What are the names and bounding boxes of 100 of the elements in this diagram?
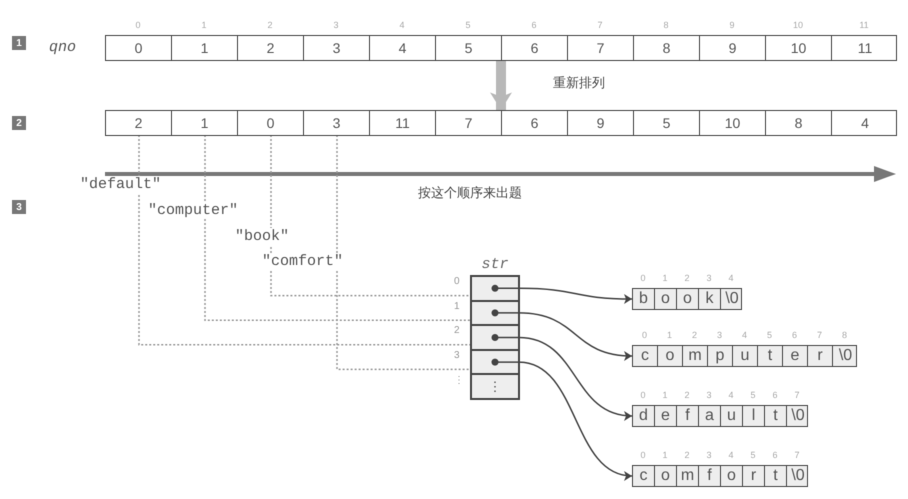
step-number: 3	[12, 200, 26, 214]
array-cell-text: 11	[856, 39, 874, 58]
edge-label: "computer"	[148, 202, 238, 219]
array-cell: 0	[238, 111, 304, 135]
array-cell: l	[743, 406, 765, 426]
array-cell: 8	[634, 36, 700, 60]
array-cell: 8	[766, 111, 832, 135]
array-cell: e	[655, 406, 677, 426]
array-cell: 9	[568, 111, 634, 135]
pointer-slot	[471, 300, 519, 326]
index-number: 5	[464, 20, 472, 30]
array-cell: u	[721, 406, 743, 426]
array-cell: t	[758, 346, 783, 366]
array-cell-text: \0	[838, 346, 854, 366]
array-cell: 2	[238, 36, 304, 60]
array-box	[105, 110, 897, 136]
array-cell: o	[655, 466, 677, 486]
array-cell: b	[633, 289, 655, 309]
edge-label: "book"	[235, 228, 290, 245]
array-box	[105, 35, 897, 61]
index-number: 2	[683, 390, 690, 400]
array-cell: m	[683, 346, 708, 366]
array-cell: o	[721, 466, 743, 486]
array-cell: p	[708, 346, 733, 366]
note-text: 按这个顺序来出题	[418, 184, 522, 202]
pointer-arrow	[492, 284, 632, 304]
array-cell: t	[765, 466, 787, 486]
pointer-slot	[471, 276, 519, 301]
array-cell: c	[633, 346, 658, 366]
index-number: 1	[200, 20, 208, 30]
step-number: 2	[12, 116, 26, 130]
index-number: 0	[639, 450, 646, 460]
array-cell: 0	[106, 36, 172, 60]
array-cell: 6	[502, 36, 568, 60]
block-arrow	[490, 61, 512, 110]
index-number: 6	[790, 330, 798, 340]
index-number: 2	[683, 450, 690, 460]
array-cell: r	[743, 466, 765, 486]
array-cell: 11	[370, 111, 436, 135]
index-number: 7	[793, 390, 800, 400]
pointer-arrow	[492, 334, 632, 420]
index-number: 7	[793, 450, 800, 460]
array-cell: 5	[436, 36, 502, 60]
index-number: 4	[398, 20, 406, 30]
array-cell: 7	[568, 36, 634, 60]
index-number: 3	[454, 350, 460, 361]
array-cell: f	[699, 466, 721, 486]
array-cell: 10	[766, 36, 832, 60]
pointer-arrow	[492, 358, 632, 480]
step-number: 1	[12, 36, 26, 50]
index-number: 4	[740, 330, 748, 340]
index-number: 1	[666, 330, 673, 340]
edge-label: 重新排列	[553, 74, 605, 92]
index-number: ⋮	[454, 374, 464, 386]
array-cell: o	[655, 289, 677, 309]
array-cell: 10	[700, 111, 766, 135]
array-cell: t	[765, 406, 787, 426]
index-number: 2	[690, 330, 698, 340]
array-cell: f	[677, 406, 699, 426]
index-number: 1	[661, 390, 668, 400]
array-cell: 7	[436, 111, 502, 135]
index-number: 6	[771, 450, 778, 460]
array-cell: a	[699, 406, 721, 426]
array-cell: 6	[502, 111, 568, 135]
index-number: 9	[728, 20, 736, 30]
index-number: 2	[454, 325, 460, 336]
index-number: 4	[727, 273, 734, 283]
index-number: 8	[662, 20, 670, 30]
array-box	[632, 405, 808, 427]
array-cell: 3	[304, 36, 370, 60]
array-cell-text: \0	[724, 289, 740, 309]
index-number: 6	[530, 20, 538, 30]
array-cell: 1	[172, 111, 238, 135]
index-number: 3	[705, 273, 712, 283]
index-number: 4	[727, 450, 734, 460]
array-cell: c	[633, 466, 655, 486]
array-cell: 3	[304, 111, 370, 135]
array-cell: 9	[700, 36, 766, 60]
index-number: 6	[771, 390, 778, 400]
pointer-slot	[471, 350, 519, 374]
array-cell: o	[658, 346, 683, 366]
index-number: 2	[683, 273, 690, 283]
index-number: 4	[727, 390, 734, 400]
index-number: 0	[134, 20, 142, 30]
array-cell: u	[733, 346, 758, 366]
pointer-array	[470, 275, 520, 400]
index-number: 5	[766, 330, 773, 340]
array-cell: k	[699, 289, 721, 309]
index-number: 2	[266, 20, 274, 30]
pointer-slot: ⋮	[471, 374, 519, 399]
array-cell: r	[808, 346, 833, 366]
index-number: 10	[792, 20, 804, 30]
array-name: str	[480, 256, 510, 273]
dotted-connector	[138, 135, 472, 346]
index-number: 3	[332, 20, 340, 30]
array-cell: d	[633, 406, 655, 426]
array-cell: 4	[370, 36, 436, 60]
array-cell: 4	[832, 111, 898, 135]
index-number: 7	[816, 330, 823, 340]
dotted-connector	[204, 135, 472, 321]
